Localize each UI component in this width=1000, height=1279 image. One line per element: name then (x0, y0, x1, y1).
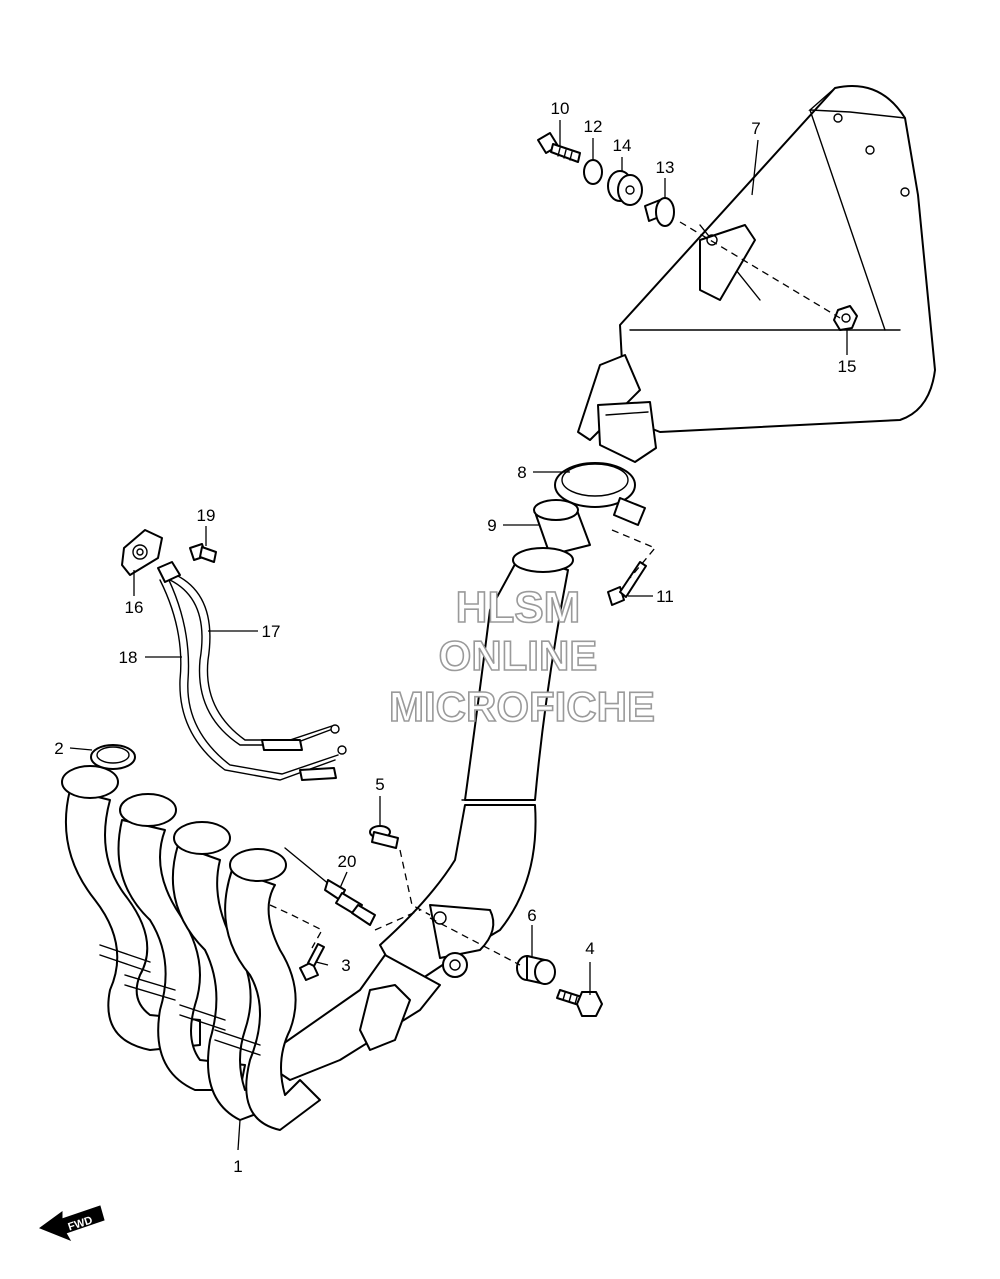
exhaust-pipe-part-1[interactable] (61, 547, 574, 1131)
callout-20: 20 (338, 852, 357, 871)
callout-1: 1 (233, 1157, 242, 1176)
watermark-line-1: HLSM (456, 583, 581, 632)
callout-10: 10 (551, 99, 570, 118)
callout-5: 5 (375, 775, 384, 794)
gasket-part-9[interactable] (533, 499, 591, 556)
callout-15: 15 (838, 357, 857, 376)
gasket-part-2[interactable] (90, 744, 136, 770)
callout-8: 8 (517, 463, 526, 482)
callout-19: 19 (197, 506, 216, 525)
clamp-part-8[interactable] (554, 462, 646, 526)
callout-7: 7 (751, 119, 760, 138)
bolt-part-5[interactable] (369, 825, 399, 849)
muffler-part-7[interactable] (577, 85, 936, 463)
callout-18: 18 (119, 648, 138, 667)
watermark-line-3: MICROFICHE (389, 683, 655, 730)
cable-part-18[interactable] (157, 561, 347, 781)
forward-arrow-icon: FWD (38, 1205, 105, 1241)
bolt-part-10[interactable] (537, 132, 581, 163)
callout-3: 3 (341, 956, 350, 975)
callout-9: 9 (487, 516, 496, 535)
bolt-part-19[interactable] (189, 543, 217, 563)
bracket-part-16[interactable] (121, 529, 163, 576)
nut-part-15[interactable] (833, 305, 858, 331)
bolt-part-11[interactable] (607, 561, 647, 606)
callout-12: 12 (584, 117, 603, 136)
washer-part-12[interactable] (583, 159, 603, 185)
callout-11: 11 (656, 587, 674, 606)
watermark-line-2: ONLINE (439, 632, 598, 679)
bolt-part-3[interactable] (299, 943, 325, 981)
callout-13: 13 (656, 158, 675, 177)
callout-2: 2 (54, 739, 63, 758)
cable-part-17[interactable] (169, 574, 340, 751)
o2-sensor-part-20[interactable] (284, 847, 376, 926)
grommet-part-14[interactable] (607, 170, 643, 206)
callout-16: 16 (125, 598, 144, 617)
callout-4: 4 (585, 939, 594, 958)
bolt-part-4[interactable] (556, 989, 603, 1017)
callout-6: 6 (527, 906, 536, 925)
callout-14: 14 (613, 136, 632, 155)
callout-17: 17 (262, 622, 281, 641)
grommet-part-6[interactable] (516, 955, 556, 985)
collar-part-13[interactable] (644, 197, 675, 227)
